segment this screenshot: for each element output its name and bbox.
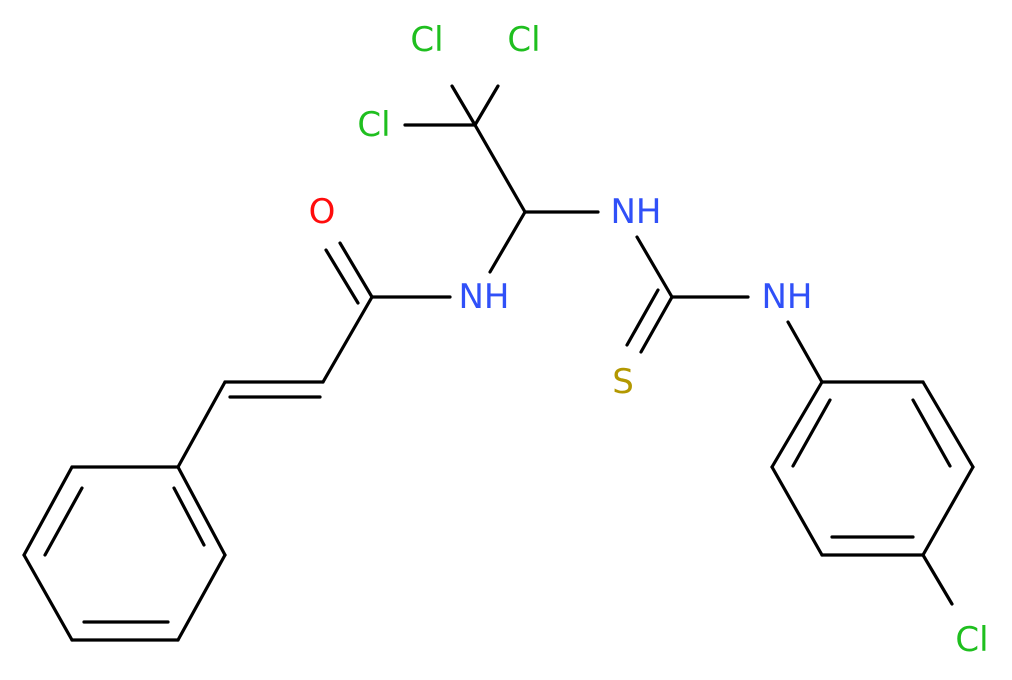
bond bbox=[770, 380, 824, 469]
chlorophenyl-ring bbox=[770, 380, 975, 557]
bond bbox=[639, 295, 674, 354]
bond bbox=[43, 486, 84, 557]
bond bbox=[22, 553, 74, 642]
atom-cl-para: Cl bbox=[955, 620, 988, 660]
phenyl-ring bbox=[22, 465, 227, 642]
bond bbox=[172, 486, 206, 547]
bond bbox=[488, 210, 527, 274]
atom-cl-left: Cl bbox=[357, 105, 390, 145]
bond bbox=[791, 398, 832, 468]
atom-oxygen: O bbox=[309, 192, 336, 232]
bond bbox=[176, 553, 227, 642]
atom-nh-upper: NH bbox=[611, 192, 662, 232]
bond bbox=[786, 320, 824, 384]
bond bbox=[635, 235, 674, 299]
bond bbox=[921, 380, 975, 469]
bond bbox=[911, 398, 952, 468]
bond bbox=[921, 553, 954, 606]
atom-nh-aryl: NH bbox=[762, 277, 813, 317]
bond bbox=[473, 123, 527, 214]
bond bbox=[324, 248, 360, 305]
bond bbox=[625, 288, 660, 347]
bond bbox=[176, 380, 227, 469]
atom-cl-top-left: Cl bbox=[410, 20, 443, 60]
atom-sulfur: S bbox=[612, 362, 634, 402]
bond bbox=[473, 84, 500, 127]
bond bbox=[321, 295, 374, 384]
bond bbox=[22, 465, 74, 557]
atom-nh-amide: NH bbox=[459, 277, 510, 317]
bond bbox=[338, 241, 374, 299]
bond bbox=[921, 465, 975, 557]
bond bbox=[450, 84, 477, 127]
bond bbox=[770, 465, 824, 557]
bond bbox=[176, 465, 227, 557]
atom-cl-top-right: Cl bbox=[507, 20, 540, 60]
